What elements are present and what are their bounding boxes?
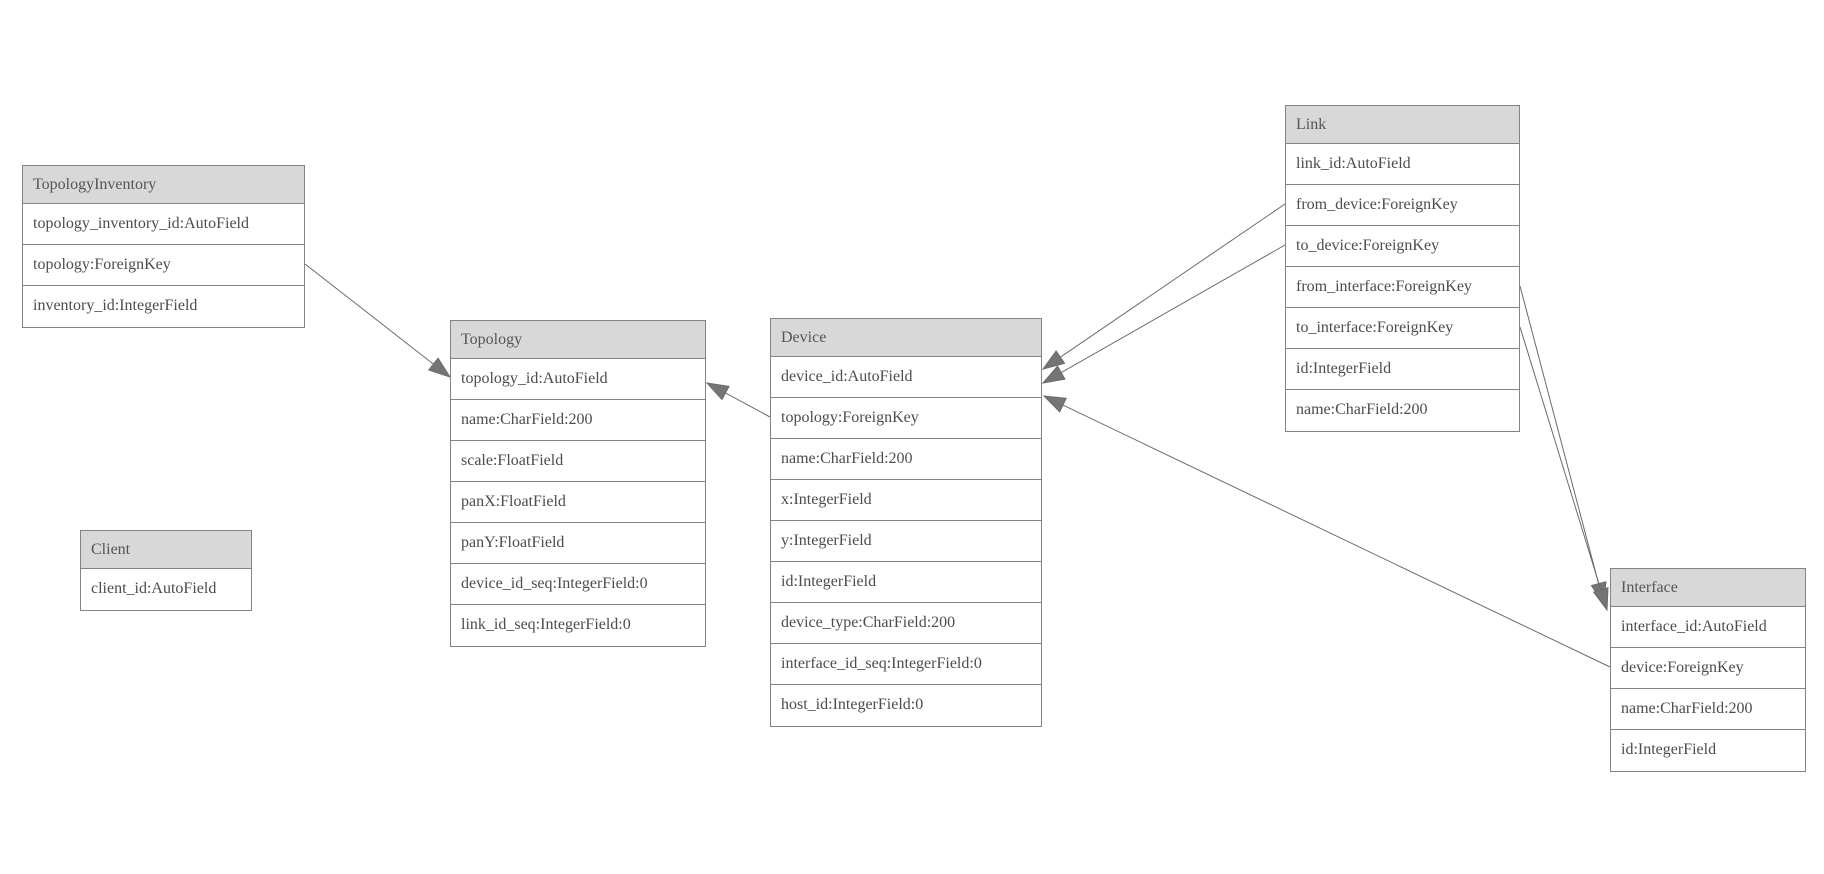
entity-field-row: interface_id_seq:IntegerField:0 [771, 644, 1041, 685]
entity-field-row: x:IntegerField [771, 480, 1041, 521]
relationship-edge-link-to_device-to-device [1060, 244, 1286, 374]
entity-field-row: panY:FloatField [451, 523, 705, 564]
entity-field-row: device_id:AutoField [771, 357, 1041, 398]
entity-field-row: name:CharField:200 [1611, 689, 1805, 730]
entity-table-title: Device [771, 319, 1041, 357]
entity-field-row: from_device:ForeignKey [1286, 185, 1519, 226]
relationship-arrowhead-icon [427, 357, 452, 378]
relationship-edge-topologyinventory-topology-to-topology [304, 263, 434, 365]
entity-field-row: topology:ForeignKey [771, 398, 1041, 439]
entity-table-title: Link [1286, 106, 1519, 144]
relationship-edge-interface-device-to-device [1062, 404, 1611, 668]
entity-field-row: device_id_seq:IntegerField:0 [451, 564, 705, 605]
relationship-edge-link-to_interface-to-interface [1519, 326, 1602, 591]
entity-field-row: to_device:ForeignKey [1286, 226, 1519, 267]
entity-field-row: panX:FloatField [451, 482, 705, 523]
entity-field-row: interface_id:AutoField [1611, 607, 1805, 648]
entity-field-row: name:CharField:200 [1296, 401, 1428, 418]
entity-field-row: to_interface:ForeignKey [1286, 308, 1519, 349]
entity-field-row: client_id:AutoField [91, 580, 217, 597]
entity-field-row: device:ForeignKey [1611, 648, 1805, 689]
entity-field-row: id:IntegerField [1621, 741, 1717, 758]
relationship-edge-device-topology-to-topology [725, 392, 771, 418]
entity-field-row: id:IntegerField [771, 562, 1041, 603]
entity-field-row: topology_inventory_id:AutoField [23, 204, 304, 245]
entity-field-row: scale:FloatField [451, 441, 705, 482]
relationship-arrowhead-icon [1590, 581, 1607, 606]
entity-field-row: topology:ForeignKey [23, 245, 304, 286]
entity-field-row: link_id_seq:IntegerField:0 [461, 616, 631, 633]
entity-field-row: from_interface:ForeignKey [1286, 267, 1519, 308]
entity-field-row: inventory_id:IntegerField [33, 297, 198, 314]
entity-field-row: id:IntegerField [1286, 349, 1519, 390]
relationship-arrowhead-icon [1041, 350, 1066, 370]
entity-table-title: TopologyInventory [23, 166, 304, 204]
entity-field-row: host_id:IntegerField:0 [781, 696, 924, 713]
relationship-edge-link-from_device-to-device [1060, 203, 1286, 358]
entity-field-row: link_id:AutoField [1286, 144, 1519, 185]
entity-field-row: topology_id:AutoField [451, 359, 705, 400]
relationship-arrowhead-icon [1041, 365, 1066, 384]
entity-field-row: name:CharField:200 [451, 400, 705, 441]
entity-field-row: device_type:CharField:200 [771, 603, 1041, 644]
entity-table-title: Interface [1611, 569, 1805, 607]
entity-field-row: name:CharField:200 [771, 439, 1041, 480]
entity-table-client: Client client_id:AutoField [80, 530, 252, 611]
relationship-arrowhead-icon [1042, 395, 1067, 413]
relationship-arrowhead-icon [705, 382, 730, 401]
entity-table-title: Topology [451, 321, 705, 359]
entity-table-title: Client [81, 531, 251, 569]
entity-field-row: y:IntegerField [771, 521, 1041, 562]
relationship-arrowhead-icon [1592, 587, 1609, 612]
relationship-edge-link-from_interface-to-interface [1519, 285, 1600, 584]
